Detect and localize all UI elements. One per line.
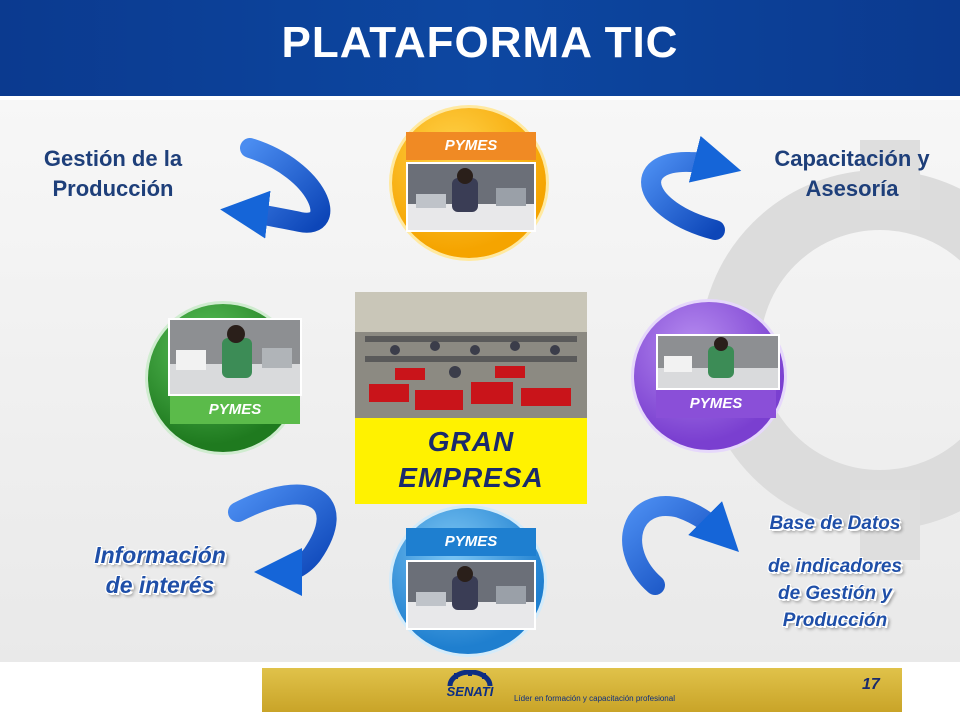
label-gestion-produccion: Gestión de la Producción [18, 144, 208, 204]
footer-bar [262, 668, 902, 712]
curved-arrow-icon [622, 496, 739, 595]
gran-empresa-line: EMPRESA [398, 462, 544, 493]
curved-arrow-icon [228, 484, 337, 596]
title-bar: PLATAFORMA TIC [0, 0, 960, 100]
label-line: Producción [52, 176, 174, 201]
label-line: Base de Datos [769, 513, 901, 534]
page-number: 17 [862, 676, 880, 693]
label-line: Gestión de la [43, 146, 183, 171]
gran-empresa-box: GRAN EMPRESA [355, 418, 587, 504]
workshop-photo-bottom [406, 560, 536, 630]
label-line: Producción [782, 610, 888, 631]
pymes-label-right: PYMES [656, 390, 776, 418]
label-line: Capacitación y [774, 146, 930, 171]
label-line: de interés [105, 572, 215, 598]
pymes-label-bottom: PYMES [406, 528, 536, 556]
senati-logo: SENATI Líder en formación y capacitación… [430, 670, 730, 710]
curved-arrow-icon [220, 138, 331, 239]
label-line: Información [94, 542, 226, 568]
page-title: PLATAFORMA TIC [281, 18, 679, 67]
logo-slogan: Líder en formación y capacitación profes… [514, 694, 675, 703]
curved-arrow-icon [641, 135, 742, 240]
workshop-photo-left [168, 318, 302, 396]
pymes-label-left: PYMES [170, 396, 300, 424]
label-line: de indicadores [767, 556, 903, 577]
gran-empresa-line: GRAN [427, 426, 515, 457]
gran-empresa-label: GRAN EMPRESA [355, 424, 587, 496]
workshop-photo-right [656, 334, 780, 390]
workshop-photo-top [406, 162, 536, 232]
gear-logo-icon [447, 670, 493, 687]
label-base-datos: Base de Datos de indicadores de Gestión … [730, 510, 940, 634]
pymes-label-top: PYMES [406, 132, 536, 160]
label-capacitacion-asesoria: Capacitación y Asesoría [752, 144, 952, 204]
label-informacion-interes: Información de interés [60, 540, 260, 600]
label-line: de Gestión y [777, 583, 893, 604]
logo-text: SENATI [446, 684, 494, 699]
factory-photo [355, 292, 587, 418]
label-line: Asesoría [805, 176, 899, 201]
